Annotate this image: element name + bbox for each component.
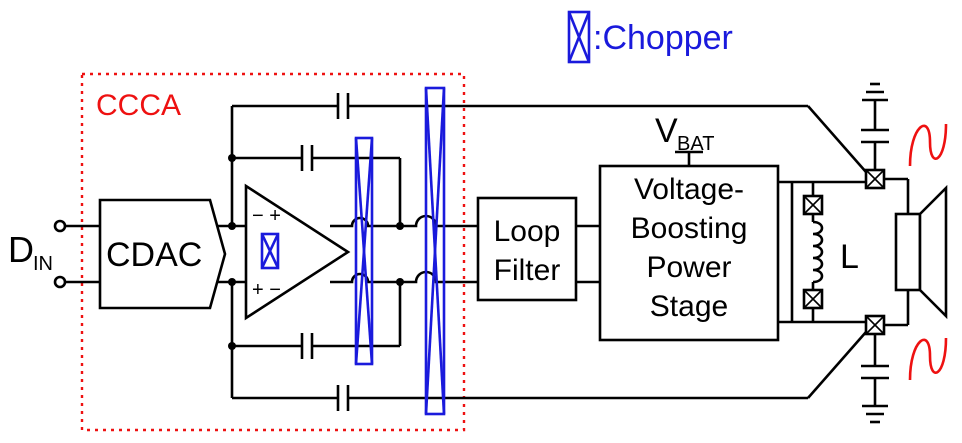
ccca-boundary (80, 72, 466, 432)
chopper-1-icon (354, 136, 374, 366)
ccca-label: CCCA (96, 89, 181, 122)
loop-filter-line1: Loop (494, 215, 561, 248)
inductor-switch-bottom-icon (802, 288, 824, 310)
vbat-label-sub: BAT (677, 133, 714, 155)
amplifier-icon (244, 183, 351, 321)
inductor-switch-top-icon (802, 194, 824, 216)
input-terminal-bottom (53, 275, 67, 289)
vbat-label-main: V (655, 112, 678, 150)
amp-chopper-icon (260, 232, 280, 270)
speaker-icon (894, 184, 948, 320)
power-stage-line1: Voltage- (634, 173, 744, 206)
loop-filter-block (476, 196, 578, 302)
input-terminal-top (53, 219, 67, 233)
amp-top-sign: − + (252, 205, 281, 227)
amp-bottom-sign: + − (252, 279, 281, 301)
cdac-block (98, 198, 227, 310)
sine-wave-top-icon (908, 123, 948, 167)
cdac-label: CDAC (106, 236, 202, 274)
sine-wave-bottom-icon (908, 337, 948, 381)
power-stage-block (598, 164, 780, 342)
loop-filter-line2: Filter (494, 254, 561, 287)
ground-bottom-icon (862, 404, 888, 424)
legend: :Chopper (567, 10, 733, 64)
output-switch-bottom-icon (864, 314, 886, 336)
power-stage-line3: Power (646, 251, 731, 284)
ground-top-icon (862, 82, 888, 102)
legend-label: :Chopper (593, 19, 733, 57)
power-stage-line4: Stage (650, 290, 728, 323)
chopper-2-icon (424, 86, 446, 416)
input-label-sub: IN (33, 253, 53, 275)
inductor-icon (812, 220, 824, 284)
legend-chopper-icon (567, 10, 591, 64)
output-switch-top-icon (864, 168, 886, 190)
input-label-main: D (8, 229, 34, 270)
power-stage-line2: Boosting (631, 212, 748, 245)
inductor-label: L (840, 238, 859, 276)
